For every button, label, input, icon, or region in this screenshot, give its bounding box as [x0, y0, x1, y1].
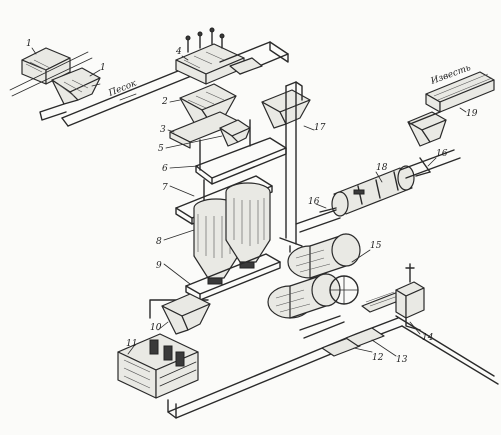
label-3: 3	[160, 125, 166, 135]
label-5: 5	[158, 144, 164, 154]
label-sand-a: 1	[100, 63, 106, 73]
label-19-kiln: 16	[308, 197, 320, 207]
label-8: 8	[156, 237, 162, 247]
sand-hopper	[51, 67, 101, 105]
kiln-to-elevator-link	[295, 209, 341, 233]
hopper-10	[161, 293, 211, 335]
steam-boiler-14	[395, 263, 425, 331]
label-10: 10	[150, 323, 162, 333]
label-4: 4	[175, 47, 182, 57]
label-12: 12	[372, 353, 384, 363]
label-14: 14	[422, 333, 434, 343]
label-6: 6	[162, 164, 168, 174]
molding-station-11	[117, 333, 199, 399]
label-18: 18	[376, 163, 388, 173]
label-7: 7	[162, 183, 168, 193]
dispenser-5	[219, 119, 251, 147]
belt-6	[195, 119, 287, 185]
lime-hopper	[407, 111, 447, 147]
label-15: 15	[370, 241, 382, 251]
label-9: 9	[156, 261, 162, 271]
label-1: 1	[26, 39, 32, 49]
conveyor-16	[399, 149, 461, 179]
silos-8	[193, 182, 271, 285]
label-19: 19	[466, 109, 478, 119]
autoclaves-15	[267, 233, 407, 319]
label-11: 11	[126, 339, 137, 349]
transfer-cart-12	[321, 337, 361, 357]
label-2: 2	[161, 97, 168, 107]
label-16: 16	[436, 149, 448, 159]
transfer-cart-13	[345, 327, 385, 347]
lime-wagons-19	[409, 71, 495, 125]
rotary-kiln-18	[319, 165, 431, 217]
feeder-1	[9, 47, 93, 97]
elevator-17	[261, 81, 311, 253]
transport-rails	[167, 315, 499, 419]
leader-lines	[31, 47, 467, 357]
label-13: 13	[396, 355, 408, 365]
label-17: 17	[314, 123, 326, 133]
caption-sand: Песок	[106, 78, 138, 99]
dosers-4	[175, 27, 289, 85]
